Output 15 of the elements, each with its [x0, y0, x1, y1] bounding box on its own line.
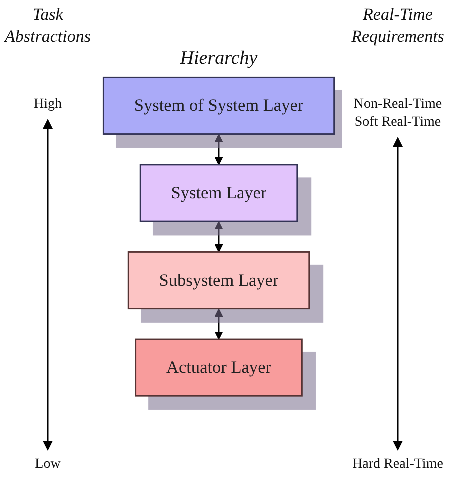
scale-label: High	[34, 96, 62, 114]
scale-label: Low	[35, 456, 61, 474]
title: Hierarchy	[180, 48, 258, 70]
node-box: Subsystem Layer	[128, 252, 310, 310]
axis-title: Task Abstractions	[3, 4, 92, 48]
node-box: Actuator Layer	[135, 338, 303, 397]
arrow	[214, 134, 224, 166]
node-box: System of System Layer	[102, 76, 336, 135]
axis-title: Real-Time Requirements	[350, 4, 446, 48]
scale-label: Non-Real-Time	[354, 96, 442, 114]
arrow	[214, 308, 224, 340]
arrow	[214, 222, 224, 253]
scale-label: Soft Real-Time	[354, 114, 442, 132]
node-box: System Layer	[140, 164, 298, 222]
scale-label: Hard Real-Time	[352, 456, 444, 474]
